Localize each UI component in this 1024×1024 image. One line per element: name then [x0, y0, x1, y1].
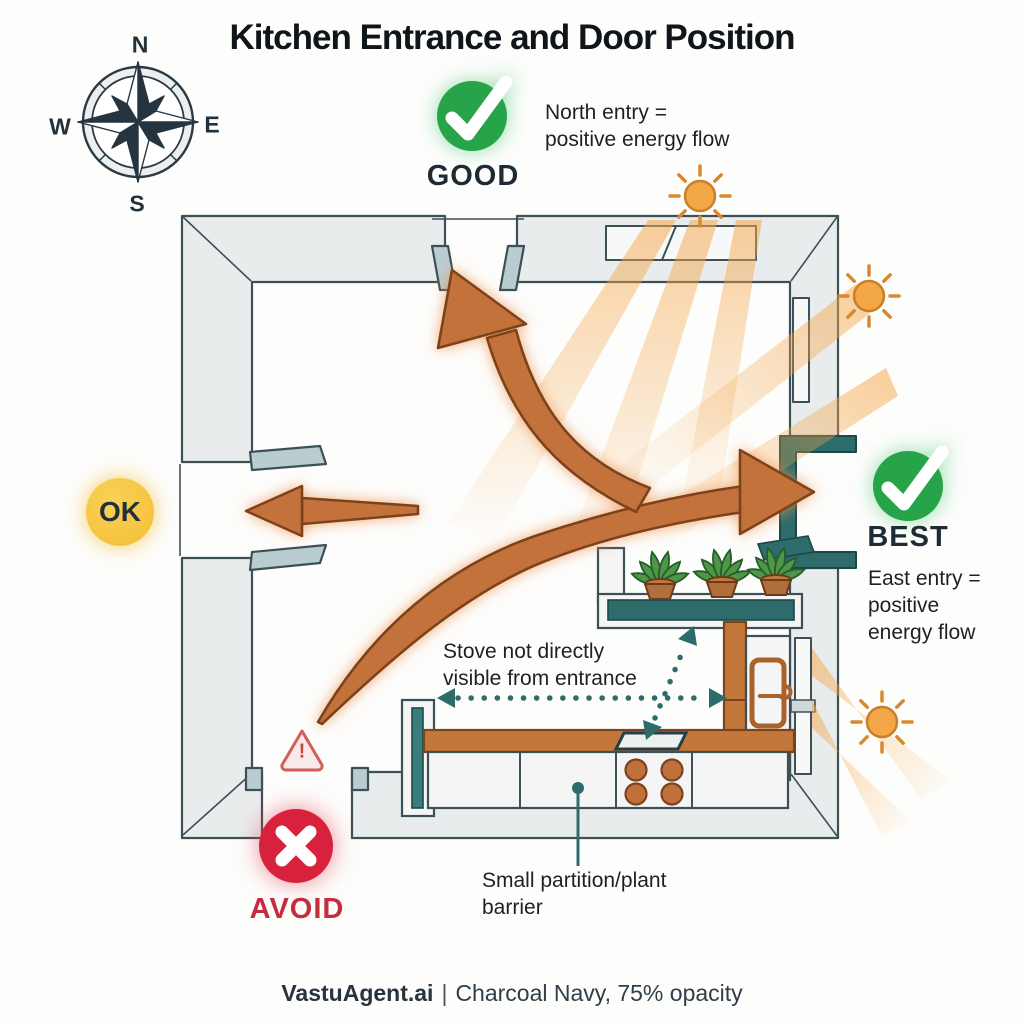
compass-west-label: W	[49, 113, 71, 140]
east-entry-note: East entry = positive energy flow	[868, 567, 981, 644]
flow-arrow-west	[300, 496, 420, 526]
good-label: GOOD	[426, 160, 520, 192]
sun-icon	[668, 164, 732, 228]
compass-south-label: S	[129, 190, 145, 217]
plant-shelf	[596, 535, 816, 630]
west-south-wall	[180, 556, 264, 840]
warning-exclamation: !	[298, 740, 306, 763]
door-handle-icon	[758, 684, 793, 700]
sightline-diagonal	[652, 645, 687, 721]
cabinet-door	[749, 657, 787, 729]
footer-separator: |	[441, 980, 448, 1006]
best-label: BEST	[867, 521, 949, 553]
compass-east-label: E	[204, 111, 220, 138]
south-door-jamb	[350, 766, 370, 792]
ok-badge: OK	[86, 478, 154, 546]
flow-arrow-north-head	[436, 268, 528, 350]
energy-flow-arrows	[244, 268, 816, 726]
footer-caption: Charcoal Navy, 75% opacity	[455, 980, 743, 1006]
plant-icon	[629, 549, 691, 600]
stove-burners	[624, 758, 684, 806]
flow-arrow-east-head	[738, 448, 816, 536]
best-check-icon	[866, 440, 954, 524]
sun-icon	[850, 690, 914, 754]
west-door-jamb	[248, 543, 328, 572]
avoid-label: AVOID	[249, 893, 345, 925]
footer-brand: VastuAgent.ai	[281, 980, 434, 1006]
sightline-note: Stove not directly visible from entrance	[443, 640, 637, 690]
kitchen-furniture	[400, 535, 816, 818]
plant-icon	[691, 547, 753, 598]
flow-arrow-north	[485, 328, 652, 514]
compass-north-label: N	[131, 31, 149, 58]
sun-icon	[837, 264, 901, 328]
good-check-icon	[430, 70, 518, 154]
potted-plants	[629, 545, 807, 600]
north-entry-note: North entry = positive energy flow	[545, 101, 730, 151]
west-door-jamb	[248, 444, 328, 472]
sightline-arrows	[437, 626, 727, 866]
page-title: Kitchen Entrance and Door Position	[229, 18, 796, 57]
compass-rose-icon	[77, 61, 199, 183]
kitchen-counter	[422, 728, 796, 810]
partition-leader-dot	[572, 782, 584, 794]
flow-arrow-west-head	[244, 484, 304, 538]
warning-triangle-icon: !	[277, 726, 327, 772]
partition-note: Small partition/plant barrier	[482, 869, 667, 919]
avoid-x-icon	[254, 804, 338, 888]
footer: VastuAgent.ai | Charcoal Navy, 75% opacity	[281, 980, 742, 1007]
north-door-jamb	[498, 244, 526, 292]
cooktop-rim	[613, 731, 689, 751]
south-door-jamb	[244, 766, 264, 792]
